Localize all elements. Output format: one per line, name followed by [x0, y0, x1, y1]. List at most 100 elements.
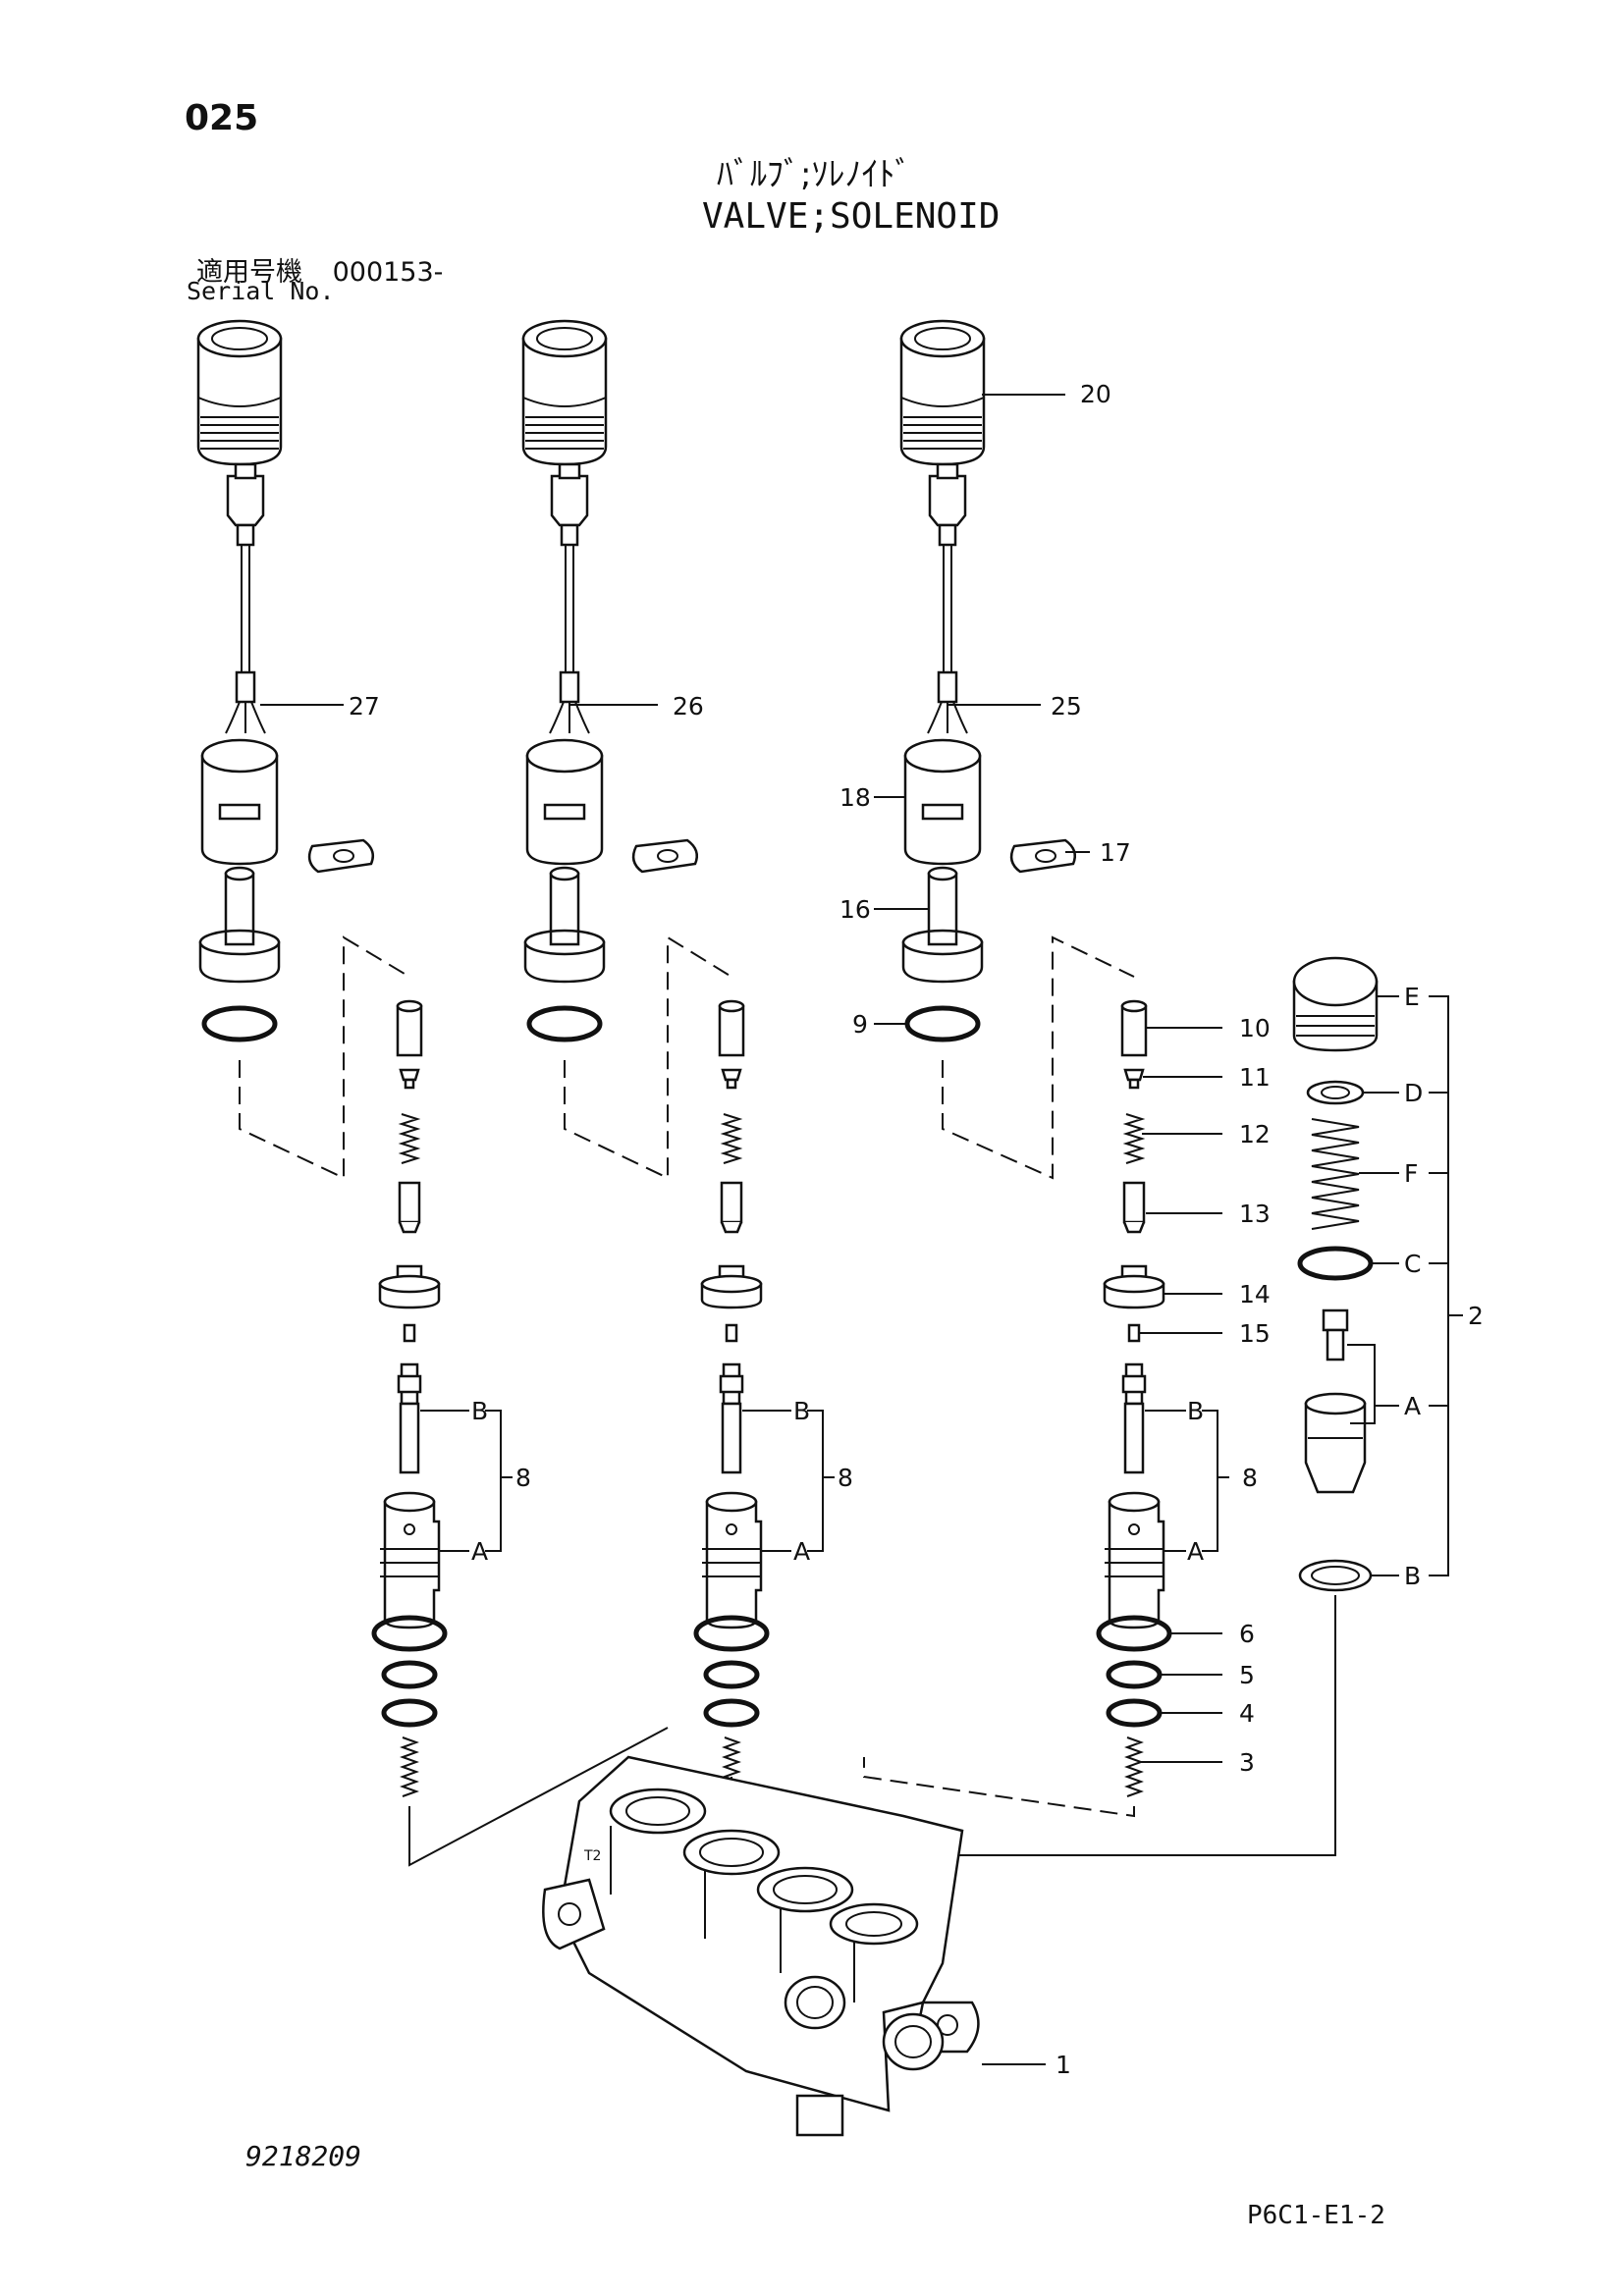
bracket-A-4	[1347, 1344, 1376, 1424]
callout-26: 26	[673, 692, 704, 721]
sleeve-part-2	[718, 999, 745, 1057]
column-1-assembly	[196, 319, 669, 1867]
tiny-pin-part-1	[403, 1323, 416, 1343]
callout-sub-F: F	[1404, 1159, 1418, 1188]
poppet-body-A	[1304, 1402, 1367, 1494]
oring-part-9	[907, 1008, 978, 1040]
callout-11: 11	[1239, 1063, 1271, 1092]
oring-part-2	[529, 1008, 600, 1040]
title-japanese: ﾊﾞﾙﾌﾞ;ｿﾚﾉｲﾄﾞ	[717, 155, 912, 194]
poppet-top-A	[1322, 1308, 1349, 1332]
callout-8-col3: 8	[1242, 1464, 1258, 1492]
callout-labels: 20 27 26 25 18 17 16 9 10 11 12 13 14 15…	[349, 380, 1484, 2079]
spring-part-3	[1126, 1736, 1142, 1797]
page-number: 025	[185, 98, 259, 138]
callout-25: 25	[1051, 692, 1082, 721]
callout-12: 12	[1239, 1120, 1271, 1148]
callout-sub-B-col3: B	[1187, 1397, 1204, 1425]
leader-lines	[260, 394, 1463, 2065]
sleeve-part-10	[1120, 999, 1148, 1057]
pin-part-1	[398, 1181, 421, 1234]
dashline-3	[942, 935, 1135, 1180]
callout-2: 2	[1468, 1302, 1484, 1330]
spring-cap-part-2	[721, 1068, 742, 1090]
coil-part-18	[903, 738, 982, 866]
washer-part-1	[307, 838, 375, 874]
washer-part-D	[1306, 1080, 1365, 1105]
spool-part-1	[397, 1362, 422, 1474]
svg-text:T2: T2	[583, 1848, 601, 1864]
title-english: VALVE;SOLENOID	[702, 196, 1001, 237]
callout-8-col2: 8	[838, 1464, 853, 1492]
spring-cap-part-11	[1123, 1068, 1145, 1090]
sleeve-part-1	[396, 999, 423, 1057]
oring-part-C	[1297, 1246, 1374, 1281]
plunger-part-2	[523, 866, 606, 984]
callout-sub-B-col1: B	[471, 1397, 488, 1425]
plunger-part-16	[901, 866, 984, 984]
callout-13: 13	[1239, 1200, 1271, 1228]
ring-part-B	[1298, 1559, 1373, 1592]
document-number: 9218209	[245, 2140, 362, 2172]
callout-6: 6	[1239, 1620, 1255, 1648]
column-2-assembly	[521, 319, 767, 1855]
cap-part-2	[521, 319, 608, 466]
callout-sub-A-relief: A	[1404, 1392, 1421, 1420]
harness-part-2	[548, 462, 591, 735]
oring-part-4	[1109, 1701, 1160, 1725]
callout-27: 27	[349, 692, 380, 721]
valve-body-part-2	[700, 1491, 763, 1629]
leader-body-3	[863, 1757, 1135, 1818]
oring-part-5	[1109, 1663, 1160, 1686]
oring-5-part-1	[384, 1663, 435, 1686]
spring-part-F	[1311, 1118, 1360, 1230]
callout-sub-A-col1: A	[471, 1537, 488, 1566]
callout-5: 5	[1239, 1661, 1255, 1689]
callout-17: 17	[1100, 838, 1131, 867]
washer-part-2	[631, 838, 699, 874]
relief-valve-assembly	[864, 956, 1379, 1856]
tiny-pin-part-2	[725, 1323, 738, 1343]
callout-20: 20	[1080, 380, 1111, 408]
callout-4: 4	[1239, 1699, 1255, 1728]
spring-part-2	[723, 1113, 740, 1164]
spring-part-12	[1125, 1113, 1143, 1164]
oring-4-part-1	[384, 1701, 435, 1725]
callout-9: 9	[852, 1010, 868, 1039]
port-side-1	[784, 1975, 846, 2030]
port-side-2	[882, 2012, 945, 2071]
callout-16: 16	[839, 895, 871, 924]
valve-block-part-1: T2	[542, 1755, 980, 2137]
callout-8-col1: 8	[515, 1464, 531, 1492]
callout-15: 15	[1239, 1319, 1271, 1348]
oring-5-part-2	[706, 1663, 757, 1686]
callout-10: 10	[1239, 1014, 1271, 1042]
plug-top-E	[1292, 956, 1379, 1007]
mount-tab-left	[542, 1878, 606, 1950]
oring-4-part-2	[706, 1701, 757, 1725]
coil-part-2	[525, 738, 604, 866]
serial-label-english: Serial No.	[187, 277, 335, 305]
harness-part-25	[926, 462, 969, 735]
callout-1: 1	[1056, 2051, 1071, 2079]
callout-18: 18	[839, 783, 871, 812]
leader-body-4	[864, 1595, 1336, 1856]
seat-part-14	[1103, 1264, 1165, 1309]
valve-body-part-1	[378, 1491, 441, 1629]
pin-part-2	[720, 1181, 743, 1234]
plunger-part-1	[198, 866, 281, 984]
page-code: P6C1-E1-2	[1247, 2201, 1385, 2230]
valve-body-part-8a	[1103, 1491, 1165, 1629]
callout-sub-A-col3: A	[1187, 1537, 1204, 1566]
callout-sub-C: C	[1404, 1250, 1421, 1278]
block-plug	[795, 2094, 844, 2137]
column-3-assembly	[863, 319, 1169, 1818]
callout-14: 14	[1239, 1280, 1271, 1308]
callout-sub-E: E	[1404, 983, 1420, 1011]
coil-part-1	[200, 738, 279, 866]
serial-label-japanese: 適用号機 000153-	[196, 250, 443, 289]
spring-3-part-1	[402, 1736, 417, 1797]
callout-sub-A-col2: A	[793, 1537, 810, 1566]
serial-from-value: 000153-	[332, 257, 444, 288]
callout-sub-B-col2: B	[793, 1397, 810, 1425]
